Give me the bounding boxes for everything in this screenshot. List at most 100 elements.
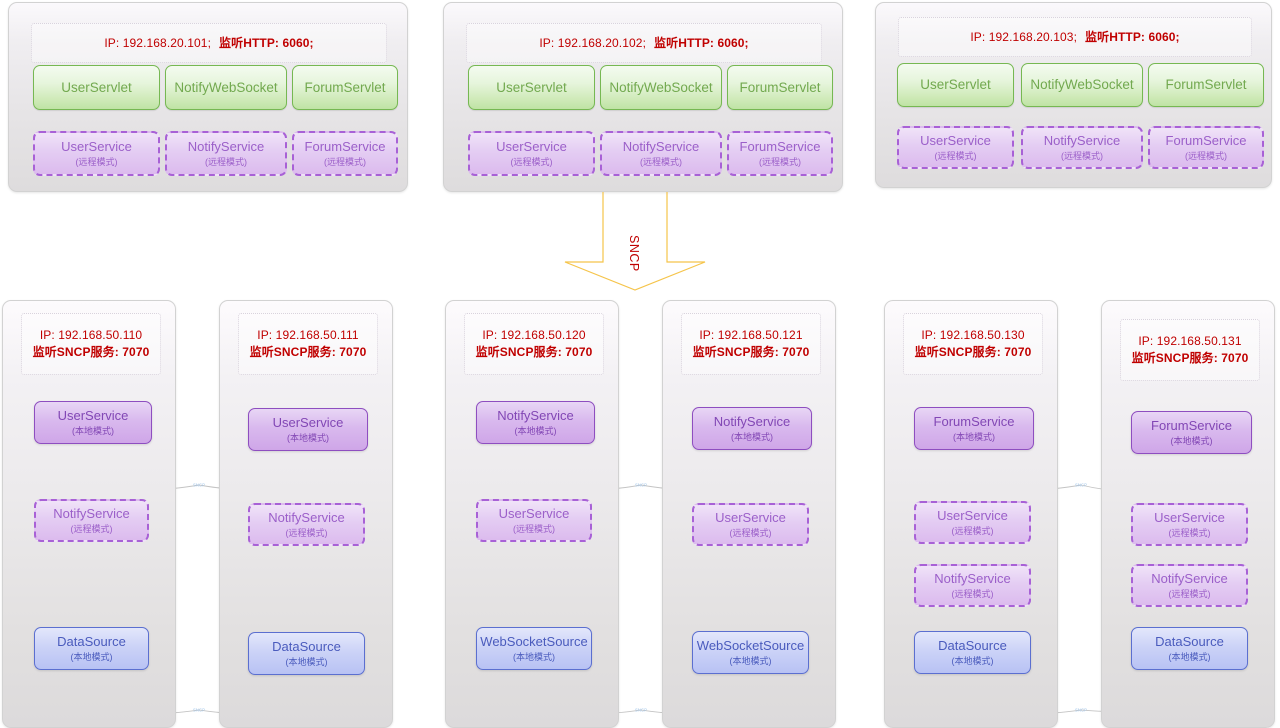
datasource-mode-label: (本地模式): [729, 655, 772, 666]
service-mode-label: (远程模式): [934, 150, 977, 161]
service-box-local[interactable]: ForumService (本地模式): [914, 407, 1034, 450]
service-box-forumservice-remote[interactable]: ForumService (远程模式): [1148, 126, 1264, 169]
service-mode-label: (远程模式): [640, 156, 682, 167]
servlet-box-notifywebsocket[interactable]: NotifyWebSocket: [600, 65, 722, 110]
http-port-text: 监听HTTP: 6060;: [654, 35, 749, 50]
service-mode-label: (远程模式): [1185, 150, 1227, 161]
service-box-forumservice-remote[interactable]: ForumService (远程模式): [727, 131, 833, 176]
datasource-box[interactable]: DataSource (本地模式): [914, 631, 1031, 674]
service-mode-label: (远程模式): [1168, 588, 1211, 599]
servlet-label: UserServlet: [920, 77, 991, 93]
service-box-remote[interactable]: UserService (远程模式): [692, 503, 809, 546]
bottom-node-panel-2: IP: 192.168.50.111 监听SNCP服务: 7070 UserSe…: [219, 300, 393, 728]
service-box-userservice-remote[interactable]: UserService (远程模式): [33, 131, 160, 176]
servlet-box-forumservlet[interactable]: ForumServlet: [292, 65, 398, 110]
service-box-remote[interactable]: UserService (远程模式): [1131, 503, 1248, 546]
ip-address-text: IP: 192.168.50.110: [39, 328, 143, 342]
datasource-label: DataSource: [57, 634, 126, 650]
sncp-port-text: 监听SNCP服务: 7070: [249, 345, 367, 359]
ip-address-text: IP: 192.168.50.130: [921, 328, 1025, 342]
datasource-box[interactable]: DataSource (本地模式): [34, 627, 149, 670]
bottom-node-panel-4: IP: 192.168.50.121 监听SNCP服务: 7070 Notify…: [662, 300, 836, 728]
service-box-local[interactable]: UserService (本地模式): [34, 401, 152, 444]
link-label-sncp: SNCP: [1074, 707, 1088, 713]
servlet-box-forumservlet[interactable]: ForumServlet: [1148, 63, 1264, 107]
sncp-port-text: 监听SNCP服务: 7070: [1131, 351, 1249, 365]
ip-address-text: IP: 192.168.50.131: [1138, 334, 1242, 348]
service-box-notifyservice-remote[interactable]: NotifyService (远程模式): [1021, 126, 1143, 169]
datasource-label: WebSocketSource: [696, 638, 805, 654]
servlet-box-userservlet[interactable]: UserServlet: [468, 65, 595, 110]
service-box-userservice-remote[interactable]: UserService (远程模式): [468, 131, 595, 176]
service-label: UserService: [272, 415, 344, 431]
datasource-mode-label: (本地模式): [951, 655, 994, 666]
datasource-label: DataSource: [272, 639, 341, 655]
bottom-node-panel-5: IP: 192.168.50.130 监听SNCP服务: 7070 ForumS…: [884, 300, 1058, 728]
service-label: NotifyService: [187, 139, 265, 155]
ip-address-text: IP: 192.168.50.111: [257, 328, 359, 342]
service-box-remote[interactable]: NotifyService (远程模式): [1131, 564, 1248, 607]
sncp-protocol-arrow: [564, 192, 706, 291]
datasource-box[interactable]: DataSource (本地模式): [248, 632, 365, 675]
ip-address-text: IP: 192.168.50.121: [699, 328, 803, 342]
service-mode-label: (远程模式): [513, 523, 555, 534]
service-label: ForumService: [1165, 133, 1247, 149]
service-box-notifyservice-remote[interactable]: NotifyService (远程模式): [600, 131, 722, 176]
service-mode-label: (本地模式): [731, 431, 773, 442]
service-box-forumservice-remote[interactable]: ForumService (远程模式): [292, 131, 398, 176]
ip-address-text: IP: 192.168.20.102;: [539, 35, 646, 50]
datasource-label: DataSource: [938, 638, 1007, 654]
servlet-box-userservlet[interactable]: UserServlet: [897, 63, 1014, 107]
service-label: UserService: [1154, 510, 1225, 526]
bottom-node-panel-1: IP: 192.168.50.110 监听SNCP服务: 7070 UserSe…: [2, 300, 176, 728]
service-mode-label: (远程模式): [75, 156, 118, 167]
link-label-sncp: SNCP: [1074, 482, 1088, 488]
datasource-box[interactable]: DataSource (本地模式): [1131, 627, 1248, 670]
service-mode-label: (远程模式): [951, 525, 994, 536]
service-mode-label: (远程模式): [729, 527, 772, 538]
sncp-port-text: 监听SNCP服务: 7070: [32, 345, 150, 359]
servlet-box-userservlet[interactable]: UserServlet: [33, 65, 160, 110]
bottom-node-panel-3: IP: 192.168.50.120 监听SNCP服务: 7070 Notify…: [445, 300, 619, 728]
service-label: ForumService: [304, 139, 386, 155]
datasource-mode-label: (本地模式): [285, 656, 328, 667]
service-mode-label: (远程模式): [70, 523, 113, 534]
link-label-sncp: SNCP: [192, 707, 206, 713]
datasource-mode-label: (本地模式): [513, 651, 555, 662]
sncp-port-text: 监听SNCP服务: 7070: [914, 345, 1032, 359]
service-box-remote[interactable]: UserService (远程模式): [914, 501, 1031, 544]
datasource-box[interactable]: WebSocketSource (本地模式): [692, 631, 809, 674]
datasource-label: DataSource: [1155, 634, 1224, 650]
service-label: UserService: [61, 139, 132, 155]
ip-address-text: IP: 192.168.50.120: [482, 328, 586, 342]
service-box-remote[interactable]: NotifyService (远程模式): [34, 499, 149, 542]
service-label: NotifyService: [268, 510, 345, 526]
datasource-label: WebSocketSource: [480, 634, 588, 650]
service-box-local[interactable]: NotifyService (本地模式): [476, 401, 595, 444]
service-label: NotifyService: [934, 571, 1011, 587]
service-box-local[interactable]: UserService (本地模式): [248, 408, 368, 451]
service-label: NotifyService: [1043, 133, 1121, 149]
service-mode-label: (远程模式): [324, 156, 366, 167]
servlet-box-notifywebsocket[interactable]: NotifyWebSocket: [1021, 63, 1143, 107]
service-mode-label: (本地模式): [72, 425, 114, 436]
servlet-box-notifywebsocket[interactable]: NotifyWebSocket: [165, 65, 287, 110]
service-mode-label: (远程模式): [510, 156, 553, 167]
service-box-userservice-remote[interactable]: UserService (远程模式): [897, 126, 1014, 169]
service-label: UserService: [57, 408, 129, 424]
servlet-box-forumservlet[interactable]: ForumServlet: [727, 65, 833, 110]
service-box-notifyservice-remote[interactable]: NotifyService (远程模式): [165, 131, 287, 176]
top-node-panel-3: IP: 192.168.20.103; 监听HTTP: 6060; UserSe…: [875, 2, 1272, 188]
service-mode-label: (本地模式): [514, 425, 557, 436]
service-box-remote[interactable]: NotifyService (远程模式): [248, 503, 365, 546]
service-box-remote[interactable]: UserService (远程模式): [476, 499, 592, 542]
servlet-label: NotifyWebSocket: [609, 79, 713, 95]
servlet-label: UserServlet: [496, 79, 567, 95]
service-box-local[interactable]: ForumService (本地模式): [1131, 411, 1252, 454]
datasource-box[interactable]: WebSocketSource (本地模式): [476, 627, 592, 670]
service-box-local[interactable]: NotifyService (本地模式): [692, 407, 812, 450]
service-mode-label: (本地模式): [287, 432, 329, 443]
servlet-label: ForumServlet: [1165, 77, 1247, 93]
service-box-remote[interactable]: NotifyService (远程模式): [914, 564, 1031, 607]
